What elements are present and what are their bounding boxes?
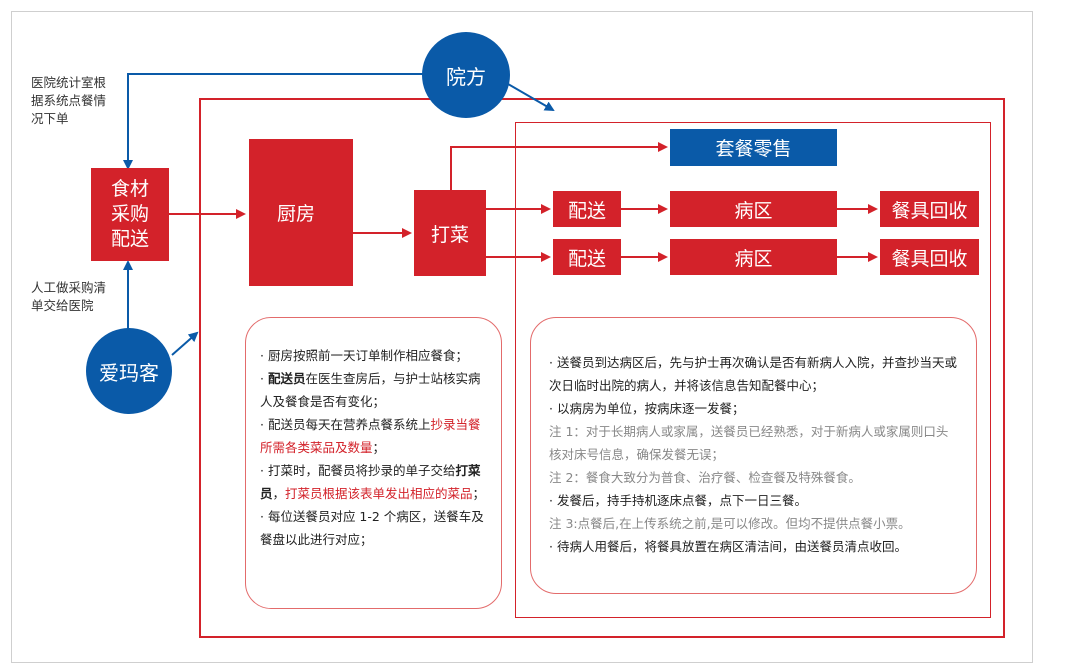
arrow-dacai-to-taocan [450,142,668,190]
node-aimake: 爱玛客 [86,328,172,414]
kitchen-note-1: · 厨房按照前一天订单制作相应餐食； [260,348,468,363]
node-shicai: 食材 采购 配送 [91,168,169,261]
arrow-yuanfang-to-shicai [123,73,430,170]
ward-note-1: · 送餐员到达病区后，先与护士再次确认是否有新病人入院，并查抄当天或次日临时出院… [549,355,957,393]
kitchen-note-2: · 配送员在医生查房后，与护士站核实病人及餐食是否有变化； [260,371,481,409]
ward-note-3: 注 1：对于长期病人或家属，送餐员已经熟悉，对于新病人或家属则口头核对床号信息，… [549,424,949,462]
page-frame [11,11,1033,663]
ward-note-7: · 待病人用餐后，将餐具放置在病区清洁间，由送餐员清点收回。 [549,539,907,554]
ward-note-2: · 以病房为单位，按病床逐一发餐； [549,401,745,416]
node-peisong-2: 配送 [553,239,621,275]
operations-boundary [199,98,1005,638]
kitchen-note-5: · 每位送餐员对应 1-2 个病区，送餐车及餐盘以此进行对应； [260,509,484,547]
kitchen-note-4: · 打菜时，配餐员将抄录的单子交给打菜员，打菜员根据该表单发出相应的菜品； [260,463,486,501]
node-huishou-2: 餐具回收 [880,239,979,275]
node-bingqu-2: 病区 [670,239,837,275]
arrow-aimake-to-box [171,331,199,356]
node-huishou-1: 餐具回收 [880,191,979,227]
note-manual-purchase: 人工做采购清 单交给医院 [31,280,107,313]
node-dacai: 打菜 [414,190,486,276]
note-hospital-order: 医院统计室根 据系统点餐情 况下单 [31,75,107,126]
ward-note-6: 注 3:点餐后,在上传系统之前,是可以修改。但均不提供点餐小票。 [549,516,911,531]
node-yuanfang: 院方 [422,32,510,118]
ward-note-4: 注 2：餐食大致分为普食、治疗餐、检查餐及特殊餐食。 [549,470,861,485]
node-bingqu-1: 病区 [670,191,837,227]
ward-service-boundary [515,122,991,618]
node-peisong-1: 配送 [553,191,621,227]
node-chufang: 厨房 [249,139,353,286]
ward-notes-panel: · 送餐员到达病区后，先与护士再次确认是否有新病人入院，并查抄当天或次日临时出院… [530,317,977,594]
arrow-yuanfang-to-box [507,83,555,112]
kitchen-notes-panel: · 厨房按照前一天订单制作相应餐食； · 配送员在医生查房后，与护士站核实病人及… [245,317,502,609]
kitchen-note-3: · 配送员每天在营养点餐系统上抄录当餐所需各类菜品及数量； [260,417,481,455]
node-taocan: 套餐零售 [670,129,837,166]
ward-note-5: · 发餐后，持手持机逐床点餐，点下一日三餐。 [549,493,807,508]
